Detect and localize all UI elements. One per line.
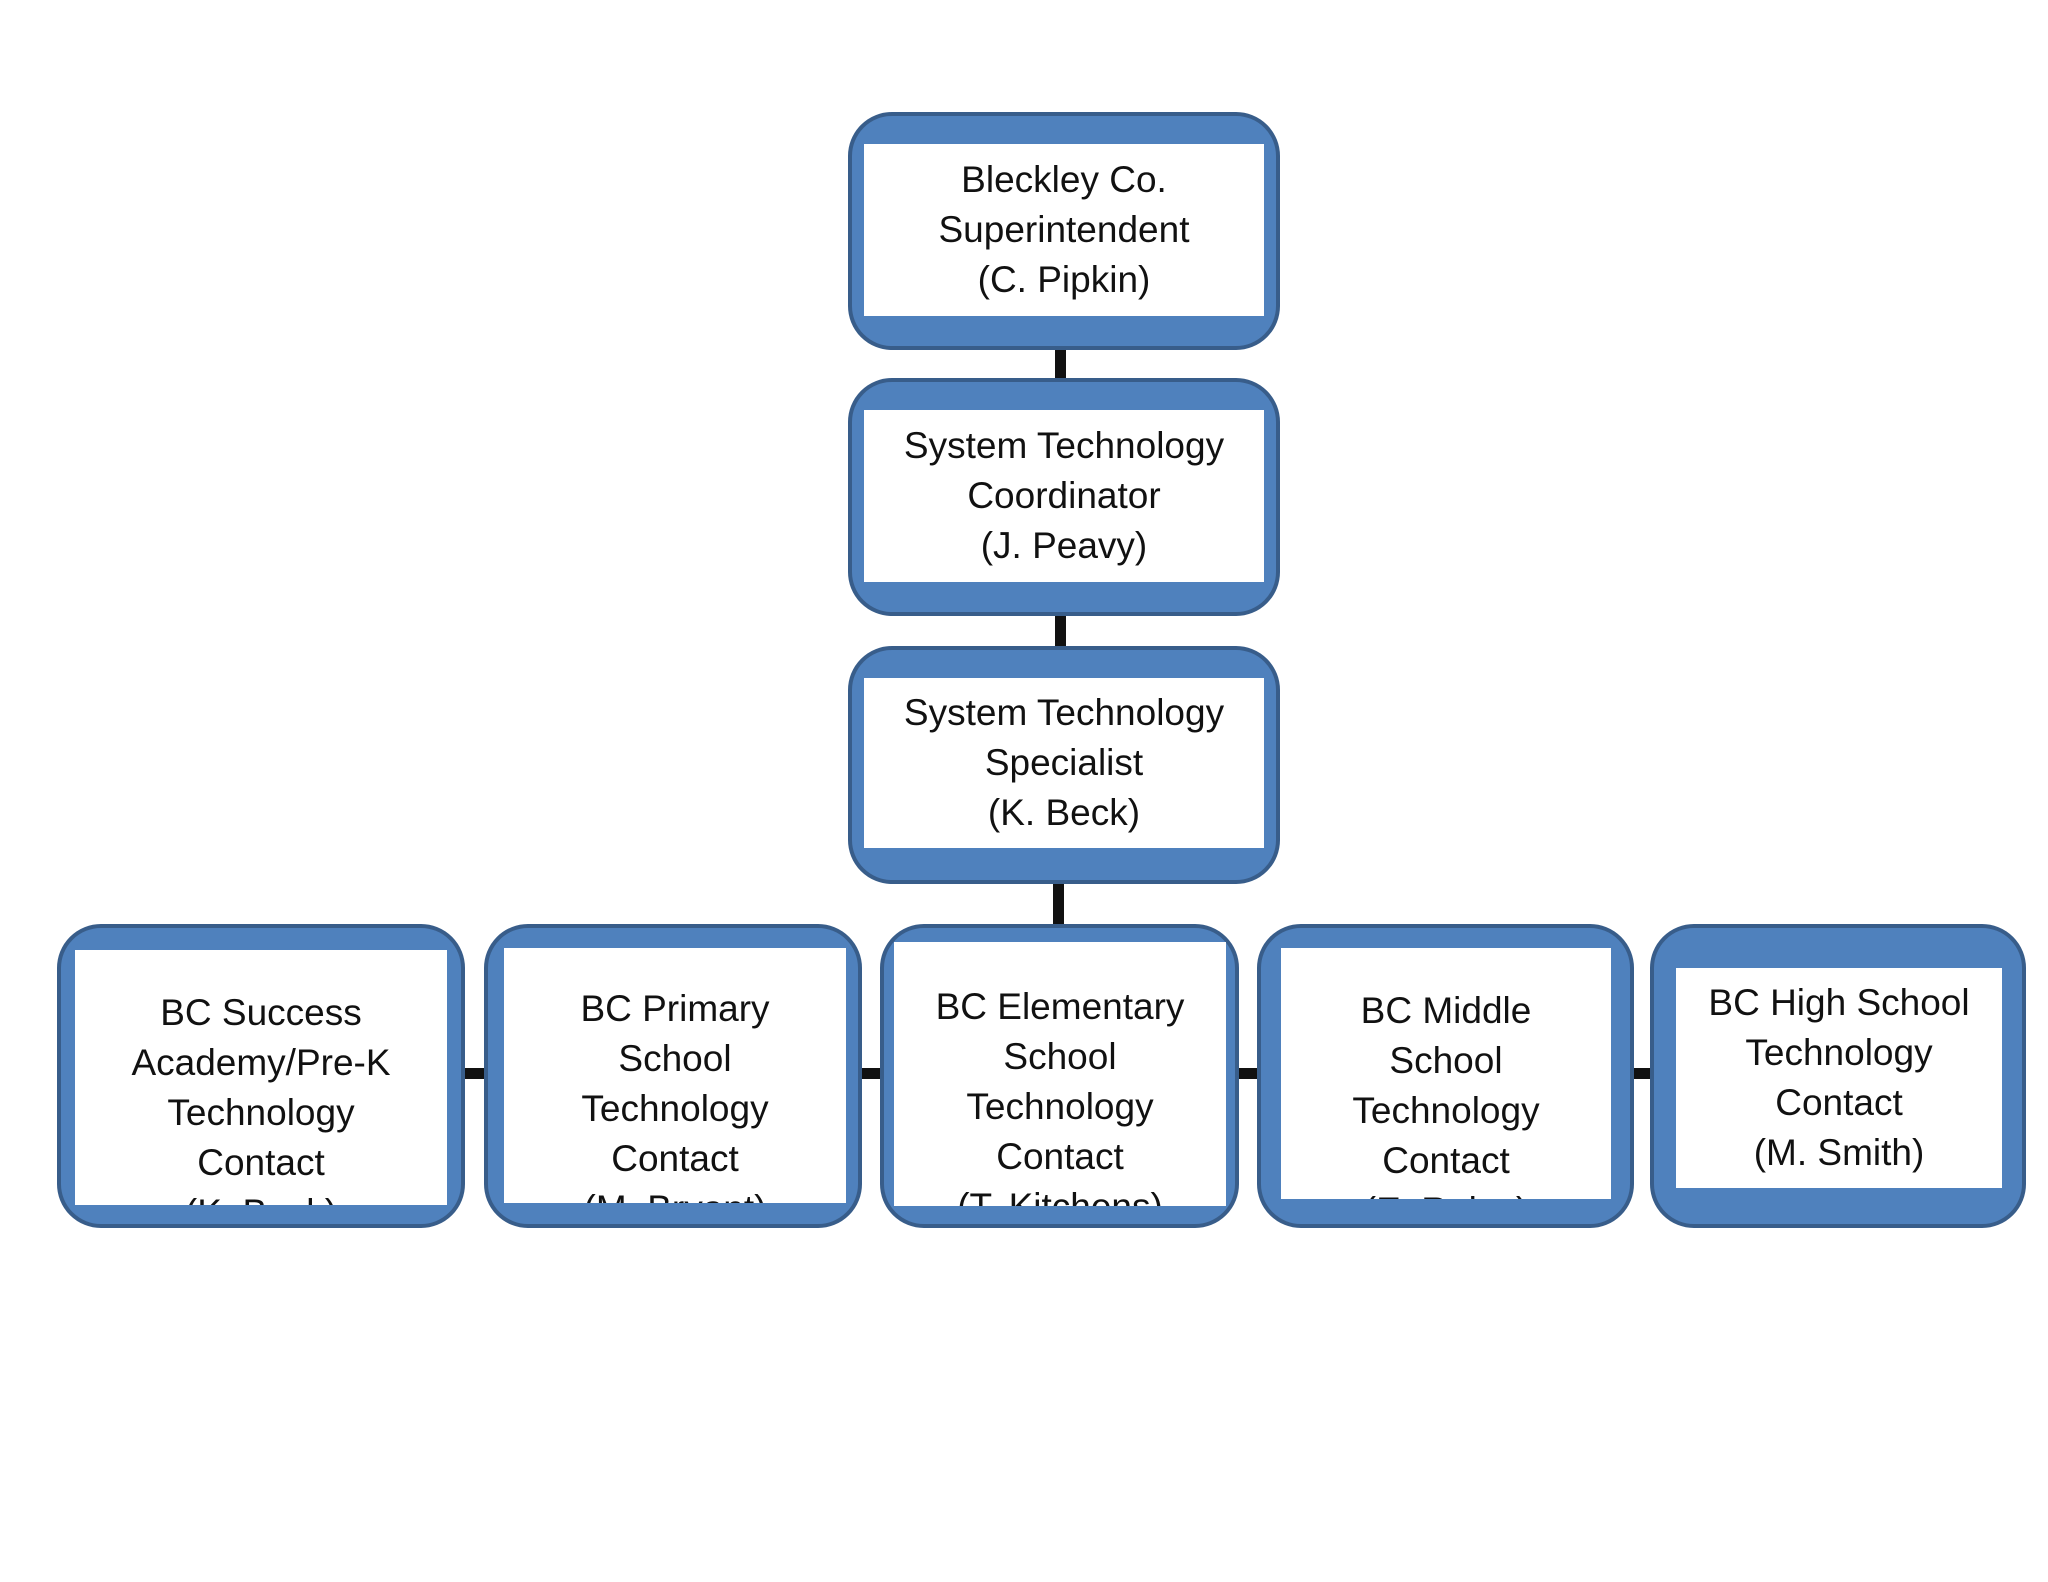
- node-line: School: [1003, 1036, 1117, 1077]
- node-line: (K. Beck): [185, 1188, 337, 1205]
- org-node-middle: BC Middle School Technology Contact (E. …: [1257, 924, 1634, 1228]
- node-line: (C. Pipkin): [977, 259, 1151, 300]
- node-line: Technology: [1352, 1090, 1540, 1131]
- node-line: Bleckley Co.: [961, 159, 1167, 200]
- node-line: Contact: [611, 1138, 739, 1179]
- node-line: Academy/Pre-K: [131, 1042, 391, 1083]
- node-line: Technology: [167, 1092, 355, 1133]
- node-line: BC Elementary: [935, 986, 1185, 1027]
- node-line: BC Primary: [580, 988, 770, 1029]
- node-line: System Technology: [903, 692, 1225, 733]
- node-line: Technology: [1745, 1032, 1933, 1073]
- connector-primary-elementary: [858, 1068, 883, 1079]
- node-line: Specialist: [984, 742, 1144, 783]
- node-line: BC High School: [1708, 982, 1970, 1023]
- connector-middle-high: [1630, 1068, 1654, 1079]
- connector-specialist-elementary: [1053, 880, 1064, 926]
- node-line: Contact: [197, 1142, 325, 1183]
- node-line: Technology: [581, 1088, 769, 1129]
- node-line: Contact: [996, 1136, 1124, 1177]
- node-line: Contact: [1775, 1082, 1903, 1123]
- connector-elementary-middle: [1236, 1068, 1260, 1079]
- org-node-success-academy: BC Success Academy/Pre-K Technology Cont…: [57, 924, 465, 1228]
- connector-coordinator-specialist: [1055, 612, 1066, 648]
- node-line: Contact: [1382, 1140, 1510, 1181]
- connector-superintendent-coordinator: [1055, 345, 1066, 380]
- org-node-high-school: BC High School Technology Contact (M. Sm…: [1650, 924, 2026, 1228]
- node-line: (J. Peavy): [980, 525, 1148, 566]
- node-line: Technology: [966, 1086, 1154, 1127]
- node-line: (M. Smith): [1753, 1132, 1925, 1173]
- connector-success-primary: [460, 1068, 488, 1079]
- node-line: School: [1389, 1040, 1503, 1081]
- org-node-coordinator: System Technology Coordinator (J. Peavy): [848, 378, 1280, 616]
- node-line: System Technology: [903, 425, 1225, 466]
- node-line: Superintendent: [938, 209, 1190, 250]
- node-line: BC Success: [160, 992, 362, 1033]
- org-node-specialist: System Technology Specialist (K. Beck): [848, 646, 1280, 884]
- node-line: BC Middle: [1360, 990, 1532, 1031]
- node-line: Coordinator: [967, 475, 1161, 516]
- node-line: School: [618, 1038, 732, 1079]
- node-line: (E. Raley): [1364, 1186, 1528, 1199]
- org-node-superintendent: Bleckley Co. Superintendent (C. Pipkin): [848, 112, 1280, 350]
- org-node-elementary: BC Elementary School Technology Contact …: [880, 924, 1239, 1228]
- node-line: (K. Beck): [987, 792, 1141, 833]
- node-line: (M. Bryant): [584, 1184, 767, 1203]
- node-line: (T. Kitchens): [957, 1182, 1163, 1206]
- org-node-primary: BC Primary School Technology Contact (M.…: [484, 924, 862, 1228]
